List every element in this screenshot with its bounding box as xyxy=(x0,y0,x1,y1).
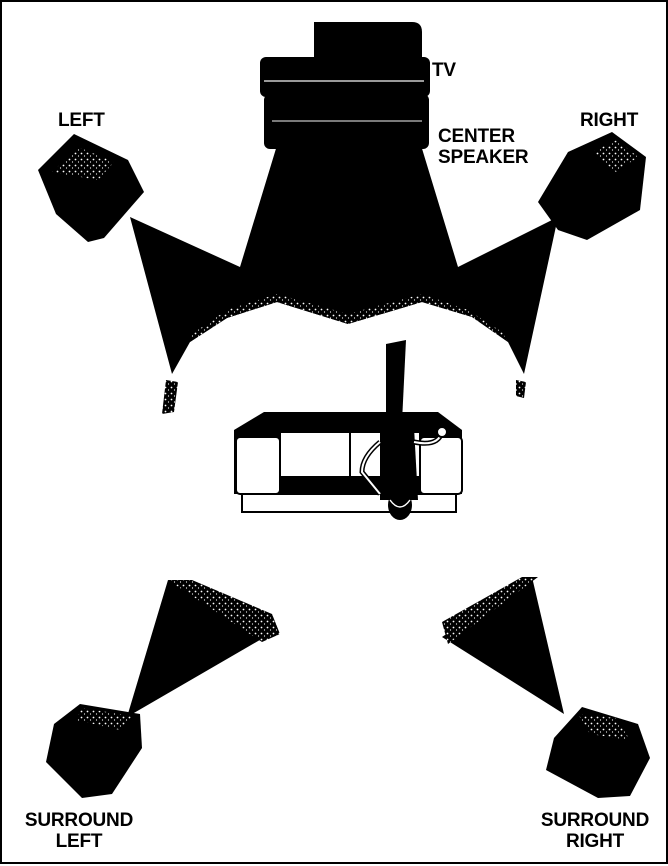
left-speaker-icon xyxy=(38,134,144,242)
right-speaker-label: RIGHT xyxy=(580,110,639,131)
surround-right-speaker-icon xyxy=(546,707,650,798)
left-speaker-label: LEFT xyxy=(58,110,105,131)
front-field-speckle xyxy=(162,294,526,414)
surround-right-label: SURROUND RIGHT xyxy=(530,810,660,852)
surround-right-label-line2: RIGHT xyxy=(565,831,625,852)
center-speaker-label-line1: CENTER xyxy=(438,126,515,147)
center-speaker-label: CENTER SPEAKER xyxy=(438,126,529,168)
tv-label: TV xyxy=(432,60,456,81)
right-speaker-icon xyxy=(538,132,646,240)
sofa-icon xyxy=(234,412,463,513)
surround-right-label-line1: SURROUND xyxy=(540,810,650,831)
listener-person-icon xyxy=(359,340,448,520)
center-speaker-label-line2: SPEAKER xyxy=(438,147,529,168)
surround-left-speaker-icon xyxy=(46,704,142,798)
surround-left-label-line1: SURROUND xyxy=(24,810,134,831)
surround-left-beam xyxy=(127,580,280,717)
surround-left-label: SURROUND LEFT xyxy=(16,810,142,852)
surround-left-label-line2: LEFT xyxy=(55,831,103,852)
surround-right-beam xyxy=(442,577,564,714)
front-sound-field xyxy=(130,142,558,374)
tv-icon xyxy=(260,22,430,149)
